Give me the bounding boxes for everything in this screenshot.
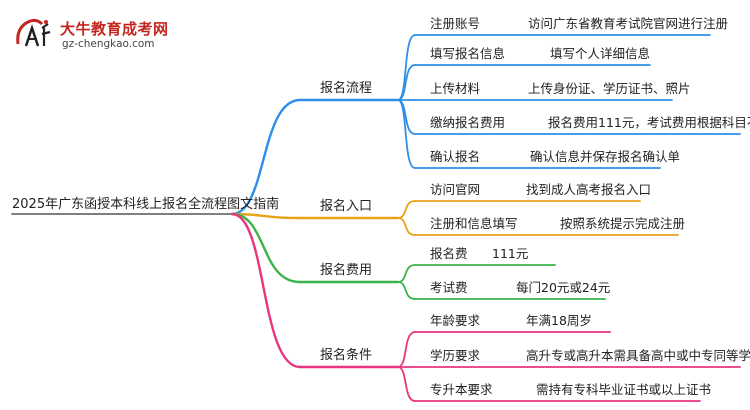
leaf-label-0-0: 注册账号 xyxy=(430,16,481,31)
root-topic: 2025年广东函授本科线上报名全流程图文指南 xyxy=(12,197,280,212)
site-logo: 大牛教育成考网 gz-chengkao.com xyxy=(12,14,212,54)
leaf-connector-0-1 xyxy=(397,64,416,101)
leaf-value-0-2: 上传身份证、学历证书、照片 xyxy=(528,81,691,96)
leaf-label-1-0: 访问官网 xyxy=(430,182,481,197)
leaf-label-0-2: 上传材料 xyxy=(430,81,481,96)
leaf-value-1-0: 找到成人高考报名入口 xyxy=(526,182,652,197)
leaf-value-0-1: 填写个人详细信息 xyxy=(550,46,651,61)
leaf-connector-0-4 xyxy=(397,99,416,169)
branch-connector-3 xyxy=(230,212,302,369)
branch-label-1: 报名入口 xyxy=(320,199,373,214)
leaf-value-3-2: 需持有专科毕业证书或以上证书 xyxy=(536,382,712,397)
leaf-connector-0-3 xyxy=(397,99,416,135)
leaf-value-1-1: 按照系统提示完成注册 xyxy=(560,216,686,231)
leaf-connector-0-0 xyxy=(397,34,416,101)
leaf-connector-1-1 xyxy=(397,217,416,236)
leaf-label-0-4: 确认报名 xyxy=(430,149,481,164)
leaf-connector-3-0 xyxy=(397,331,416,368)
leaf-connector-2-0 xyxy=(397,264,416,283)
branch-connector-2 xyxy=(230,212,302,284)
leaf-value-0-4: 确认信息并保存报名确认单 xyxy=(530,149,681,164)
leaf-connector-2-1 xyxy=(397,281,416,300)
leaf-connector-3-2 xyxy=(397,366,416,402)
branch-label-2: 报名费用 xyxy=(320,263,373,278)
leaf-label-2-0: 报名费 xyxy=(430,246,468,261)
logo-url: gz-chengkao.com xyxy=(62,38,155,50)
leaf-value-2-0: 111元 xyxy=(492,246,529,261)
leaf-label-3-2: 专升本要求 xyxy=(430,382,493,397)
leaf-label-0-1: 填写报名信息 xyxy=(430,46,506,61)
leaf-value-3-1: 高升专或高升本需具备高中或中专同等学历 xyxy=(526,348,750,363)
leaf-label-2-1: 考试费 xyxy=(430,280,468,295)
leaf-label-1-1: 注册和信息填写 xyxy=(430,216,518,231)
branch-label-0: 报名流程 xyxy=(320,81,373,96)
leaf-label-3-1: 学历要求 xyxy=(430,348,481,363)
leaf-value-0-0: 访问广东省教育考试院官网进行注册 xyxy=(528,16,729,31)
branch-connector-1 xyxy=(230,212,302,220)
leaf-value-0-3: 报名费用111元，考试费用根据科目不同 xyxy=(548,115,750,130)
leaf-value-3-0: 年满18周岁 xyxy=(526,313,592,328)
branch-connector-0 xyxy=(230,98,302,216)
bull-logo-icon xyxy=(16,18,51,47)
leaf-label-0-3: 缴纳报名费用 xyxy=(430,115,506,130)
leaf-value-2-1: 每门20元或24元 xyxy=(516,280,611,295)
leaf-label-3-0: 年龄要求 xyxy=(430,313,481,328)
branch-label-3: 报名条件 xyxy=(320,348,373,363)
logo-title: 大牛教育成考网 xyxy=(60,20,169,38)
leaf-connector-1-0 xyxy=(397,200,416,219)
